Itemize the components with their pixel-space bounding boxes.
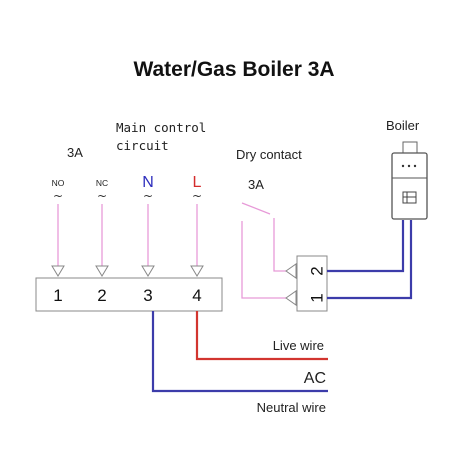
terminal-tag-n: N bbox=[142, 174, 154, 191]
switch-wire-upper bbox=[273, 218, 286, 272]
dry-terminal-number-2: 2 bbox=[307, 266, 326, 275]
boiler-icon bbox=[391, 141, 428, 220]
terminal-triangle bbox=[51, 265, 65, 277]
dry-terminal-block bbox=[296, 255, 328, 312]
boiler-indicator bbox=[407, 164, 411, 168]
neutral-wire-line bbox=[151, 311, 328, 393]
terminal-tag-l: L bbox=[193, 174, 202, 191]
tilde-symbol: ~ bbox=[97, 189, 107, 203]
terminal-triangles bbox=[51, 265, 204, 277]
main-control-label-line1: Main control bbox=[116, 120, 206, 135]
neutral-wire-label: Neutral wire bbox=[257, 400, 326, 415]
dry-terminal-triangles bbox=[285, 263, 297, 306]
boiler-wire-lower bbox=[327, 220, 413, 300]
terminal-triangle bbox=[285, 263, 297, 279]
boiler-indicator bbox=[401, 164, 405, 168]
dry-contact-switch bbox=[241, 202, 286, 299]
main-control-label-line2: circuit bbox=[116, 138, 169, 153]
boiler-label: Boiler bbox=[386, 118, 420, 133]
live-wire-line bbox=[195, 311, 328, 361]
terminal-triangle bbox=[141, 265, 155, 277]
diagram-title: Water/Gas Boiler 3A bbox=[133, 58, 334, 81]
terminal-number-2: 2 bbox=[97, 286, 106, 305]
terminal-triangle bbox=[95, 265, 109, 277]
terminal-triangle bbox=[285, 290, 297, 306]
boiler-wire-upper bbox=[327, 220, 405, 273]
rating-left-label: 3A bbox=[67, 145, 83, 160]
rating-dry-label: 3A bbox=[248, 177, 264, 192]
boiler-indicator bbox=[413, 164, 417, 168]
tilde-symbol: ~ bbox=[192, 189, 202, 203]
terminal-triangle bbox=[190, 265, 204, 277]
terminal-number-4: 4 bbox=[192, 286, 201, 305]
terminal-tag-no: NO bbox=[52, 178, 65, 188]
live-wire-label: Live wire bbox=[273, 338, 324, 353]
dry-terminal-number-1: 1 bbox=[307, 293, 326, 302]
dry-contact-label: Dry contact bbox=[236, 147, 302, 162]
switch-wire-lower bbox=[241, 221, 286, 299]
terminal-number-3: 3 bbox=[143, 286, 152, 305]
input-wires bbox=[57, 204, 198, 266]
terminal-number-1: 1 bbox=[53, 286, 62, 305]
tilde-symbol: ~ bbox=[143, 189, 153, 203]
main-terminal-block bbox=[35, 277, 223, 312]
tilde-symbol: ~ bbox=[53, 189, 63, 203]
boiler-body bbox=[391, 152, 428, 220]
switch-blade bbox=[241, 202, 271, 215]
terminal-tag-nc: NC bbox=[96, 178, 108, 188]
ac-label: AC bbox=[304, 370, 326, 387]
